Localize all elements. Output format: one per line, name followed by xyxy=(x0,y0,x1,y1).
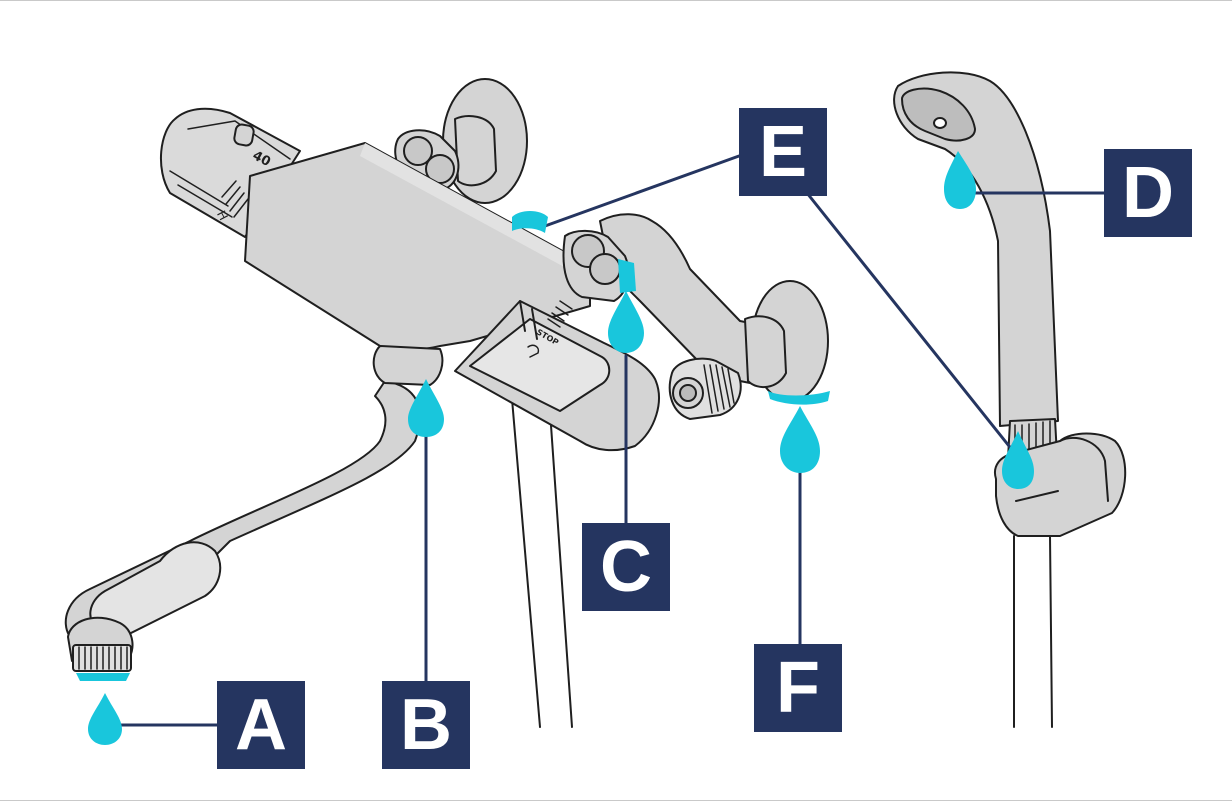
label-d: D xyxy=(1104,149,1192,237)
spout-aerator xyxy=(72,644,132,672)
label-a: A xyxy=(217,681,305,769)
leader-line-e-lower xyxy=(805,191,1015,453)
water-drop-c xyxy=(608,291,644,353)
leader-line-e-upper xyxy=(543,154,741,228)
label-c: C xyxy=(582,523,670,611)
shower-hose-right xyxy=(1013,535,1053,728)
wet-band-e-body xyxy=(512,211,548,233)
diverter-knob xyxy=(668,357,742,420)
water-drop-e xyxy=(1002,431,1034,489)
spout xyxy=(64,380,421,672)
label-b: B xyxy=(382,681,470,769)
water-drop-a xyxy=(88,693,122,745)
flow-lever: STOP xyxy=(454,300,660,452)
shower-head xyxy=(893,71,1059,460)
wet-wall-mount-f xyxy=(768,391,830,405)
water-drop-f xyxy=(780,406,820,473)
faucet-body xyxy=(244,142,591,386)
label-e: E xyxy=(739,108,827,196)
wall-mount-left xyxy=(394,78,528,204)
shower-hose-lower xyxy=(511,398,573,728)
wet-spout-tip xyxy=(76,673,130,681)
water-drop-b xyxy=(408,379,444,437)
water-drop-d xyxy=(944,151,976,209)
label-f: F xyxy=(754,644,842,732)
wet-elbow-c xyxy=(618,259,636,293)
